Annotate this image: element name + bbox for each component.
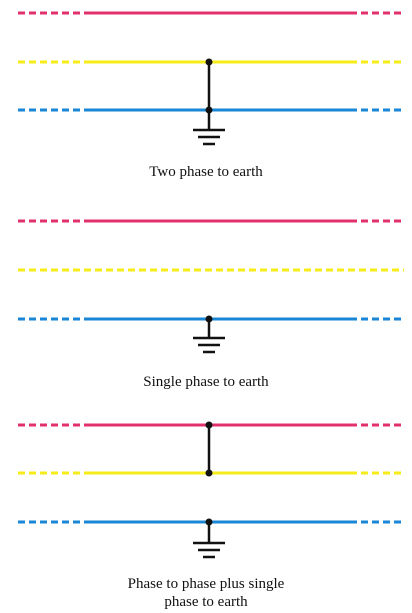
caption-text: Two phase to earth [149,164,263,180]
fault-junction-dot [205,106,213,114]
fault-junction-dot [205,315,213,323]
fault-junction-dot [205,58,213,66]
fault-connection [205,58,213,130]
fault-junction-dot [205,421,213,429]
earth-icon [193,541,225,559]
panel-single-phase-to-earth [18,219,404,354]
fault-junction-dot [205,469,213,477]
earth-icon [193,128,225,146]
fault-connection [205,315,213,338]
caption-two-phase-to-earth: Two phase to earth [0,163,412,181]
caption-line-2: phase to earth [164,594,248,610]
earth-icon [193,336,225,354]
panel-two-phase-to-earth [18,11,404,146]
caption-phase-to-phase-plus-earth: Phase to phase plus single phase to eart… [0,575,412,611]
caption-single-phase-to-earth: Single phase to earth [0,373,412,391]
caption-line-1: Phase to phase plus single [127,576,285,592]
panel-phase-to-phase-plus-earth [18,421,404,559]
caption-text: Single phase to earth [143,374,269,390]
fault-junction-dot [205,518,213,526]
fault-connection [205,421,213,543]
